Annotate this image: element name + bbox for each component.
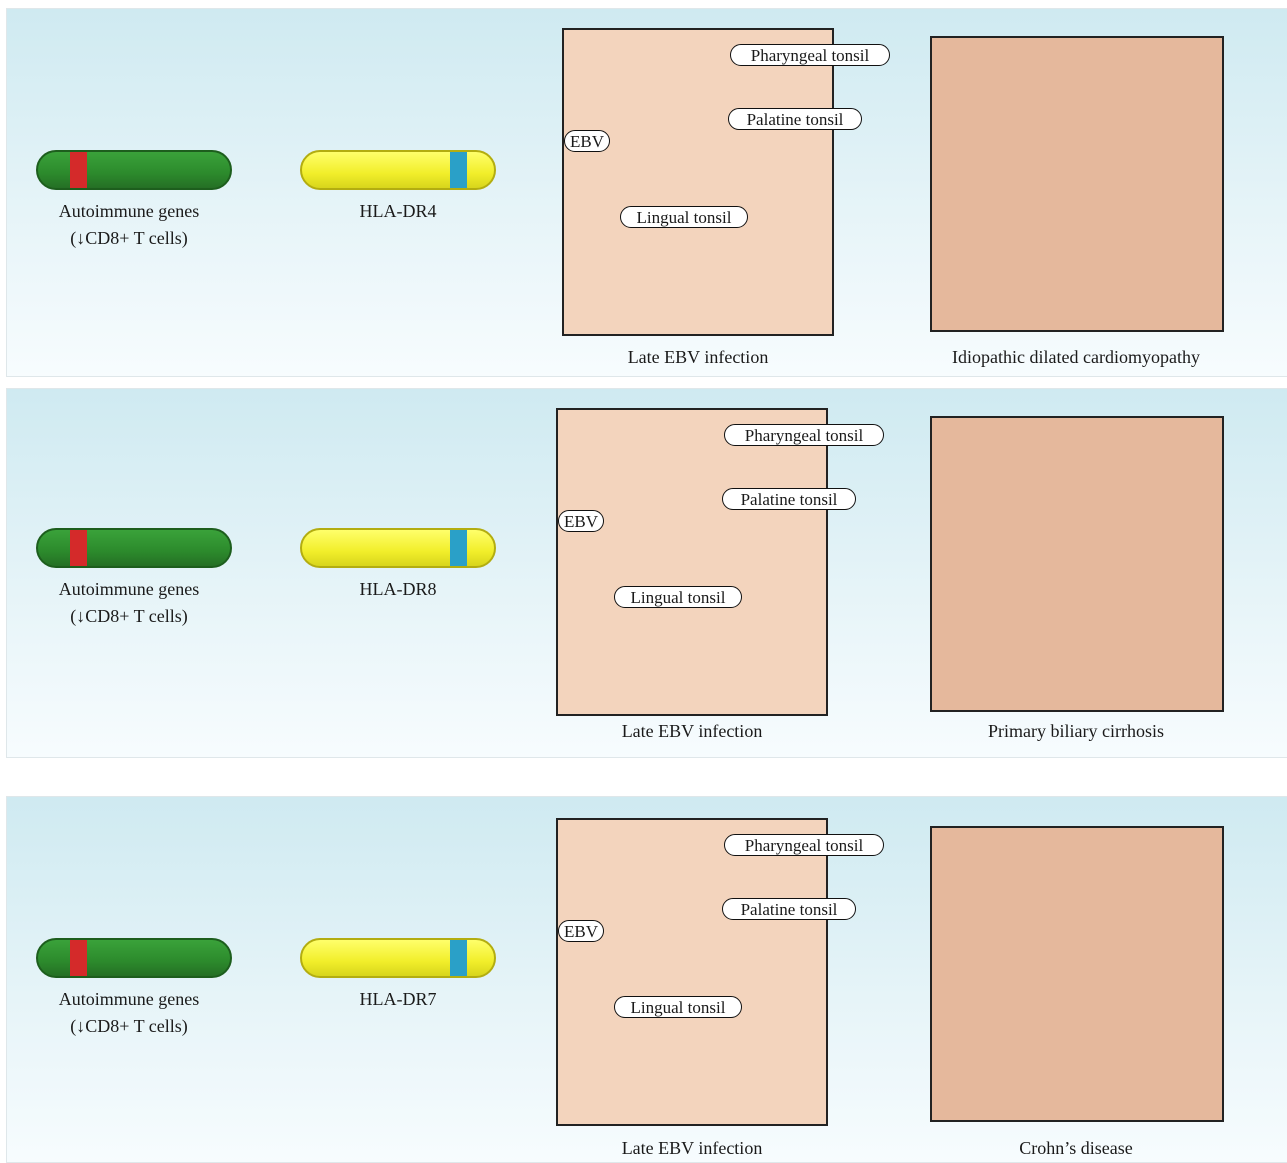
heart-lungs-diagram: [930, 36, 1224, 332]
bowel-abdomen-diagram: [930, 826, 1224, 1122]
progression-arrow-icon: [852, 932, 912, 986]
liver-abdomen-diagram: [930, 416, 1224, 712]
cd8-t-cells-label: (↓CD8+ T cells): [34, 225, 224, 252]
progression-arrow-icon: [852, 144, 912, 198]
late-ebv-infection-label: Late EBV infection: [562, 344, 834, 371]
ebv-tonsil-label: EBV: [558, 920, 604, 942]
throat-tonsil-diagram: [562, 28, 834, 336]
hla-gene-bar: [300, 150, 496, 190]
hla-marker-band: [450, 530, 467, 566]
pharyngeal-tonsil-label: Pharyngeal tonsil: [724, 424, 884, 446]
hla-label: HLA-DR8: [300, 576, 496, 603]
disease-label: Crohn’s disease: [900, 1135, 1252, 1162]
gene-marker-band: [70, 530, 87, 566]
autoimmune-genes-label: Autoimmune genes: [34, 576, 224, 603]
throat-tonsil-diagram: [556, 408, 828, 716]
pharyngeal-tonsil-label: Pharyngeal tonsil: [730, 44, 890, 66]
disease-label: Idiopathic dilated cardiomyopathy: [900, 344, 1252, 371]
lingual-tonsil-label: Lingual tonsil: [614, 996, 742, 1018]
palatine-tonsil-label: Palatine tonsil: [722, 898, 856, 920]
gene-marker-band: [70, 152, 87, 188]
palatine-tonsil-label: Palatine tonsil: [728, 108, 862, 130]
gene-marker-band: [70, 940, 87, 976]
plus-icon: [250, 530, 286, 566]
late-ebv-infection-label: Late EBV infection: [556, 1135, 828, 1162]
lingual-tonsil-label: Lingual tonsil: [620, 206, 748, 228]
autoimmune-gene-bar: [36, 150, 232, 190]
throat-tonsil-diagram: [556, 818, 828, 1126]
autoimmune-gene-bar: [36, 938, 232, 978]
hla-marker-band: [450, 152, 467, 188]
hla-marker-band: [450, 940, 467, 976]
pharyngeal-tonsil-label: Pharyngeal tonsil: [724, 834, 884, 856]
plus-icon: [512, 940, 548, 976]
ebv-tonsil-label: EBV: [558, 510, 604, 532]
hla-gene-bar: [300, 938, 496, 978]
lingual-tonsil-label: Lingual tonsil: [614, 586, 742, 608]
late-ebv-infection-label: Late EBV infection: [556, 718, 828, 745]
progression-arrow-icon: [852, 522, 912, 576]
cd8-t-cells-label: (↓CD8+ T cells): [34, 603, 224, 630]
plus-icon: [512, 152, 548, 188]
cd8-t-cells-label: (↓CD8+ T cells): [34, 1013, 224, 1040]
plus-icon: [250, 940, 286, 976]
autoimmune-gene-bar: [36, 528, 232, 568]
ebv-tonsil-label: EBV: [564, 130, 610, 152]
autoimmune-genes-label: Autoimmune genes: [34, 986, 224, 1013]
palatine-tonsil-label: Palatine tonsil: [722, 488, 856, 510]
hla-label: HLA-DR4: [300, 198, 496, 225]
hla-gene-bar: [300, 528, 496, 568]
plus-icon: [512, 530, 548, 566]
hla-label: HLA-DR7: [300, 986, 496, 1013]
plus-icon: [250, 152, 286, 188]
disease-label: Primary biliary cirrhosis: [900, 718, 1252, 745]
autoimmune-genes-label: Autoimmune genes: [34, 198, 224, 225]
